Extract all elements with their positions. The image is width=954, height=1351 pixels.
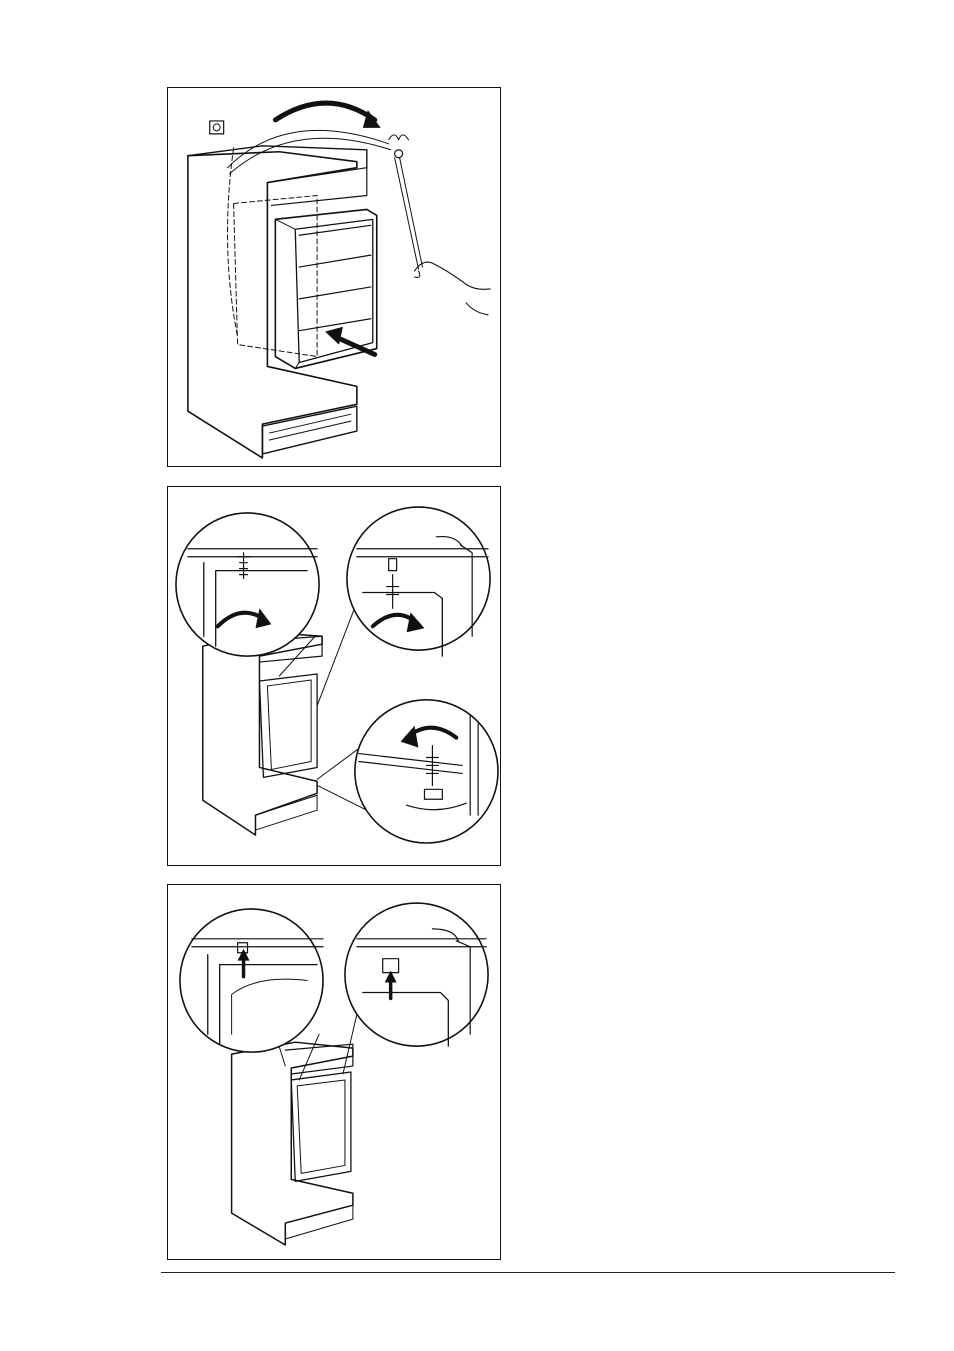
magnifier-right <box>345 903 488 1046</box>
magnifier-bottom-right <box>355 700 498 843</box>
plug-icon <box>389 135 409 158</box>
cabinet-insertion-illustration <box>168 88 500 466</box>
magnifier-left <box>180 909 323 1052</box>
cabinet-outline <box>232 1042 353 1245</box>
installation-figure-2 <box>167 486 501 866</box>
footer-rule <box>161 1272 895 1273</box>
magnifier-top-left <box>176 513 319 656</box>
installation-figure-1 <box>167 87 501 467</box>
screw-fastening-illustration <box>168 487 500 865</box>
installation-figure-3 <box>167 884 501 1260</box>
curved-arrow-icon <box>275 103 374 120</box>
hand-icon <box>415 262 491 315</box>
bracket-alignment-illustration <box>168 885 500 1259</box>
magnifier-top-right <box>347 507 490 656</box>
cabinet-outline <box>203 632 322 835</box>
appliance-frame <box>275 209 376 368</box>
wall-socket-icon <box>210 121 224 134</box>
